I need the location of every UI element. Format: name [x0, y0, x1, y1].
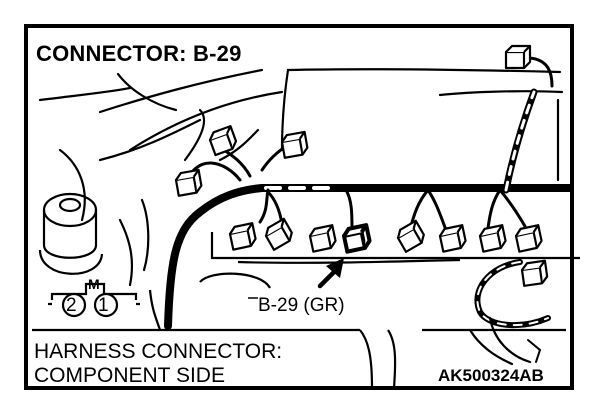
- diagram-frame: [24, 24, 574, 390]
- connector-upper-b: [208, 125, 238, 157]
- main-harness: [164, 88, 574, 330]
- connector-row-6: [438, 224, 467, 253]
- connector-row-3: [308, 224, 337, 253]
- connector-lower-right: [520, 259, 549, 287]
- connector-topright: [504, 44, 532, 70]
- connector-upper-a: [174, 168, 203, 197]
- connector-row-7: [478, 224, 507, 253]
- connector-group: [174, 44, 549, 287]
- connector-row-1: [228, 222, 257, 251]
- sub-harness: [468, 259, 551, 366]
- connector-upper-c: [280, 130, 309, 159]
- badge-top-letter: M: [88, 276, 100, 292]
- separator-lines: [32, 289, 566, 389]
- footer-line-2: COMPONENT SIDE: [34, 364, 225, 387]
- engine-outline: [38, 68, 564, 287]
- figure-id: AK500324AB: [438, 366, 544, 385]
- connector-row-2: [264, 217, 293, 251]
- connector-b29: [342, 223, 372, 254]
- connector-title: CONNECTOR: B-29: [36, 41, 242, 66]
- reservoir-component: [38, 192, 104, 275]
- branch-wires: [182, 56, 554, 232]
- badge-right-number: 1: [98, 295, 109, 316]
- callout-arrow: [317, 258, 344, 289]
- badge-left-number: 2: [66, 295, 77, 316]
- connector-callout-label: B-29 (GR): [258, 295, 345, 316]
- connector-row-5: [396, 219, 425, 253]
- connector-badge: [48, 282, 140, 318]
- connector-row-8: [514, 224, 543, 253]
- footer-line-1: HARNESS CONNECTOR:: [34, 340, 283, 363]
